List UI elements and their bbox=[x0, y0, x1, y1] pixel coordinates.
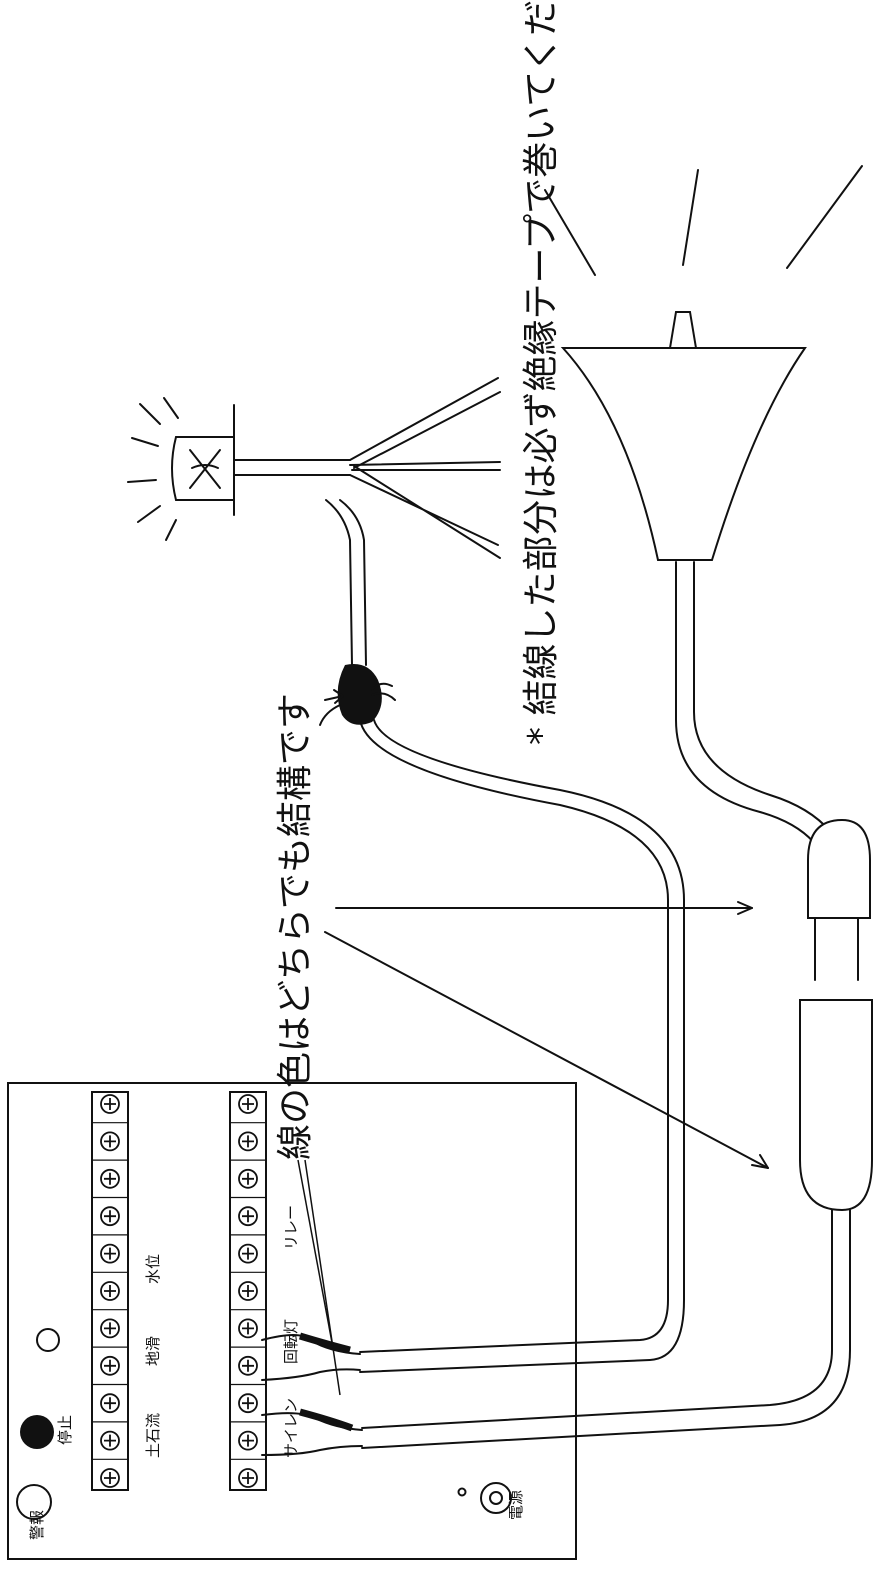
sound-ray bbox=[544, 189, 596, 276]
light-ray bbox=[131, 437, 159, 447]
arrow-to-plug-lower bbox=[324, 931, 769, 1169]
splice-wire-end bbox=[371, 682, 393, 691]
terminal-screw-icon bbox=[92, 1355, 128, 1386]
light-ray bbox=[165, 519, 177, 541]
landslide-label: 土石流 bbox=[144, 1413, 162, 1458]
terminal-screw-icon bbox=[230, 1094, 266, 1124]
light-ray bbox=[127, 479, 157, 483]
plug-male-icon bbox=[807, 818, 871, 919]
terminal-screw-icon bbox=[230, 1430, 266, 1460]
stand-leg-right bbox=[349, 465, 501, 559]
horn-tip bbox=[668, 311, 698, 349]
siren-cable-inner bbox=[361, 1209, 851, 1449]
terminal-screw-icon bbox=[230, 1281, 266, 1311]
power-indicator-icon bbox=[457, 1487, 467, 1497]
rotating-light-cable bbox=[359, 719, 669, 1353]
terminal-block-bottom-body bbox=[229, 1091, 267, 1491]
rotating-light-cable-inner bbox=[359, 719, 685, 1373]
rotating-light-icon bbox=[127, 377, 501, 559]
terminal-screw-icon bbox=[92, 1168, 128, 1199]
terminal-screws bbox=[92, 1094, 128, 1488]
arrow-head bbox=[333, 689, 344, 704]
rotating-light-label: 回転灯 bbox=[282, 1319, 300, 1364]
stop-label: 停止 bbox=[56, 1415, 74, 1445]
arrow-head bbox=[751, 1154, 769, 1169]
tape-instruction: * 結線した部分は必ず絶縁テープで巻いてください。 bbox=[521, 0, 562, 745]
light-ray bbox=[139, 403, 161, 425]
control-panel: 警報 停止 電源 土石流 地滑 水位 サイレン 回転灯 リレー bbox=[7, 1082, 577, 1560]
terminal-screw-icon bbox=[230, 1131, 266, 1161]
light-cable-inner bbox=[339, 499, 367, 666]
warning-label: 警報 bbox=[28, 1510, 46, 1540]
terminal-screw-icon bbox=[92, 1243, 128, 1273]
power-label: 電源 bbox=[507, 1490, 525, 1520]
terminal-screw-icon bbox=[230, 1206, 266, 1236]
splice-tape bbox=[337, 664, 382, 725]
terminal-screw-icon bbox=[92, 1281, 128, 1311]
indicator-lamp-icon bbox=[36, 1328, 60, 1352]
light-housing bbox=[171, 436, 235, 501]
terminal-screw-icon bbox=[230, 1243, 266, 1273]
earthquake-label: 地滑 bbox=[144, 1336, 162, 1366]
light-ray bbox=[163, 397, 179, 419]
horn-body bbox=[560, 347, 807, 561]
terminal-block-top: 土石流 地滑 水位 bbox=[91, 1091, 162, 1491]
horn-speaker-icon bbox=[544, 165, 863, 561]
sound-ray bbox=[786, 165, 863, 269]
plug-female-icon bbox=[799, 999, 873, 1212]
splice-joint-icon bbox=[319, 664, 396, 726]
terminal-screw-icon bbox=[100, 1468, 120, 1488]
sound-ray bbox=[682, 169, 699, 266]
light-bulb-detail bbox=[191, 464, 219, 469]
terminal-screw-icon bbox=[92, 1131, 128, 1161]
stand-leg-left bbox=[349, 377, 501, 469]
stop-lamp-icon bbox=[20, 1415, 54, 1449]
arrow-to-splice bbox=[324, 695, 344, 701]
terminal-screw-icon bbox=[238, 1468, 258, 1488]
light-cable bbox=[325, 499, 353, 666]
terminal-screw-icon bbox=[92, 1430, 128, 1460]
power-switch-inner bbox=[489, 1491, 503, 1505]
siren-label: サイレン bbox=[282, 1398, 300, 1458]
splice-wire-end bbox=[371, 692, 396, 701]
terminal-screw-icon bbox=[92, 1318, 128, 1348]
terminal-screw-icon bbox=[230, 1355, 266, 1386]
terminal-screw-icon bbox=[230, 1168, 266, 1199]
water-level-label: 水位 bbox=[144, 1254, 162, 1284]
terminal-screw-icon bbox=[230, 1393, 266, 1423]
terminal-screw-icon bbox=[230, 1318, 266, 1348]
annotation-arrows bbox=[297, 689, 769, 1396]
terminal-screw-icon bbox=[92, 1206, 128, 1236]
terminal-block-bottom: サイレン 回転灯 リレー bbox=[229, 1091, 300, 1491]
terminal-screw-icon bbox=[92, 1393, 128, 1423]
plug-connector bbox=[799, 818, 873, 1212]
terminal-screws bbox=[230, 1094, 266, 1488]
stand-leg-center bbox=[349, 461, 501, 471]
arrow-head bbox=[737, 901, 753, 915]
splice-wire-end bbox=[319, 704, 341, 726]
terminal-screw-icon bbox=[92, 1094, 128, 1124]
warning-lamp-icon bbox=[16, 1484, 52, 1520]
terminal-leads bbox=[261, 1332, 363, 1456]
light-ray bbox=[137, 505, 161, 523]
light-bulb-icon bbox=[189, 449, 221, 489]
wire-color-note: 線の色はどちらでも結構です bbox=[275, 693, 316, 1160]
siren-cable bbox=[361, 1209, 833, 1429]
arrow-to-relay-wire bbox=[297, 1159, 334, 1349]
relay-label: リレー bbox=[282, 1205, 300, 1250]
arrow-to-siren-wire bbox=[304, 1159, 341, 1396]
